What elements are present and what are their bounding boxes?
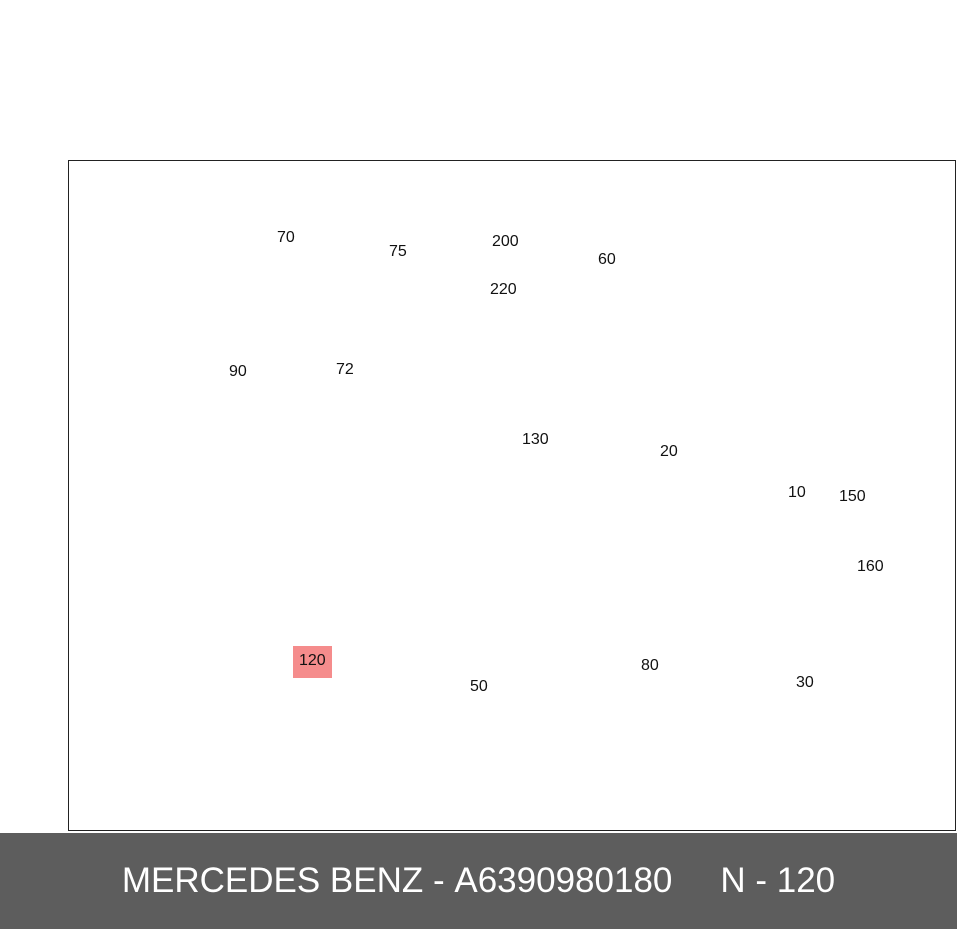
callout-70: 70 bbox=[277, 229, 295, 246]
callout-30: 30 bbox=[796, 674, 814, 691]
footer-position: N - 120 bbox=[720, 861, 836, 900]
callout-80: 80 bbox=[641, 657, 659, 674]
footer-brand: MERCEDES BENZ bbox=[121, 861, 424, 900]
callout-72: 72 bbox=[336, 361, 354, 378]
diagram-frame bbox=[68, 160, 956, 831]
callout-200: 200 bbox=[492, 233, 519, 250]
callout-50: 50 bbox=[470, 678, 488, 695]
footer-caption-bar: MERCEDES BENZ - A6390980180 N - 120 bbox=[0, 833, 957, 929]
callout-220: 220 bbox=[490, 281, 517, 298]
callout-120-highlighted[interactable]: 120 bbox=[293, 646, 332, 678]
callout-20: 20 bbox=[660, 443, 678, 460]
callout-150: 150 bbox=[839, 488, 866, 505]
callout-160: 160 bbox=[857, 558, 884, 575]
callout-90: 90 bbox=[229, 363, 247, 380]
callout-60: 60 bbox=[598, 251, 616, 268]
footer-part-number: A6390980180 bbox=[454, 861, 673, 900]
callout-10: 10 bbox=[788, 484, 806, 501]
callout-130: 130 bbox=[522, 431, 549, 448]
footer-separator: - bbox=[423, 861, 455, 900]
callout-75: 75 bbox=[389, 243, 407, 260]
